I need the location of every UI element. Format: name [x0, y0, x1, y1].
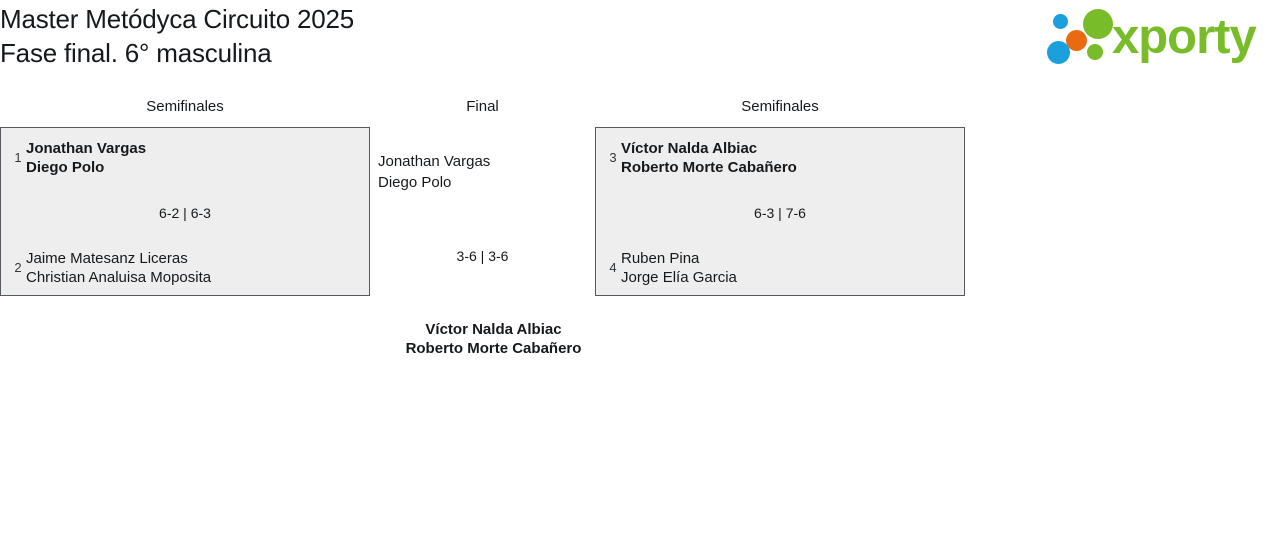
- champion-player-name: Roberto Morte Cabañero: [405, 340, 582, 357]
- team-player-name: Diego Polo: [26, 159, 105, 176]
- logo-green-small-dot-icon: [1087, 44, 1103, 60]
- logo-blue-small-dot-icon: [1053, 14, 1068, 29]
- logo-wordmark: xporty: [1112, 10, 1257, 64]
- champion-player-name: Víctor Nalda Albiac: [425, 321, 562, 338]
- xporty-logo[interactable]: xporty: [1046, 8, 1272, 66]
- match-score: 6-2 | 6-3: [159, 205, 211, 221]
- logo-orange-dot-icon: [1066, 30, 1087, 51]
- match-final[interactable]: Jonathan Vargas Diego Polo 3-6 | 3-6: [370, 127, 595, 296]
- match-team-row[interactable]: 1 Jonathan Vargas Diego Polo: [1, 139, 369, 177]
- team-player-name: Jonathan Vargas: [378, 153, 491, 170]
- team-names: Ruben Pina Jorge Elía Garcia: [621, 249, 737, 287]
- team-player-name: Roberto Morte Cabañero: [621, 159, 797, 176]
- team-seed: 2: [14, 260, 22, 275]
- team-names: Jonathan Vargas Diego Polo: [26, 139, 146, 177]
- team-names: Jaime Matesanz Liceras Christian Analuis…: [26, 249, 211, 287]
- team-seed: 4: [609, 260, 617, 275]
- logo-dots-icon: [1046, 8, 1118, 66]
- tournament-title-line-1: Master Metódyca Circuito 2025: [0, 4, 355, 34]
- match-team-row[interactable]: 2 Jaime Matesanz Liceras Christian Analu…: [1, 249, 369, 287]
- logo-green-large-dot-icon: [1083, 9, 1113, 39]
- team-seed: 1: [14, 150, 22, 165]
- round-header-final: Final: [466, 98, 499, 115]
- tournament-header: Master Metódyca Circuito 2025 Fase final…: [0, 0, 700, 70]
- tournament-title-line-2: Fase final. 6° masculina: [0, 38, 272, 68]
- match-team-row[interactable]: 3 Víctor Nalda Albiac Roberto Morte Caba…: [596, 139, 964, 177]
- team-player-name: Ruben Pina: [621, 250, 700, 267]
- match-score: 6-3 | 7-6: [754, 205, 806, 221]
- team-player-name: Víctor Nalda Albiac: [621, 140, 758, 157]
- match-semifinal-right[interactable]: 3 Víctor Nalda Albiac Roberto Morte Caba…: [595, 127, 965, 296]
- team-names: Víctor Nalda Albiac Roberto Morte Cabañe…: [621, 139, 797, 177]
- match-score: 3-6 | 3-6: [456, 248, 509, 264]
- team-player-name: Jaime Matesanz Liceras: [26, 250, 188, 267]
- team-player-name: Jorge Elía Garcia: [621, 269, 737, 286]
- round-header-semifinals-right: Semifinales: [741, 98, 819, 115]
- champion-team: Víctor Nalda Albiac Roberto Morte Cabañe…: [370, 320, 617, 358]
- round-header-semifinals-left: Semifinales: [146, 98, 224, 115]
- match-team-row[interactable]: 4 Ruben Pina Jorge Elía Garcia: [596, 249, 964, 287]
- logo-blue-large-dot-icon: [1047, 41, 1070, 64]
- team-player-name: Christian Analuisa Moposita: [26, 269, 212, 286]
- team-player-name: Diego Polo: [378, 174, 452, 191]
- team-player-name: Jonathan Vargas: [26, 140, 147, 157]
- match-semifinal-left[interactable]: 1 Jonathan Vargas Diego Polo 6-2 | 6-3 2…: [0, 127, 370, 296]
- team-seed: 3: [609, 150, 617, 165]
- team-names: Jonathan Vargas Diego Polo: [378, 151, 490, 193]
